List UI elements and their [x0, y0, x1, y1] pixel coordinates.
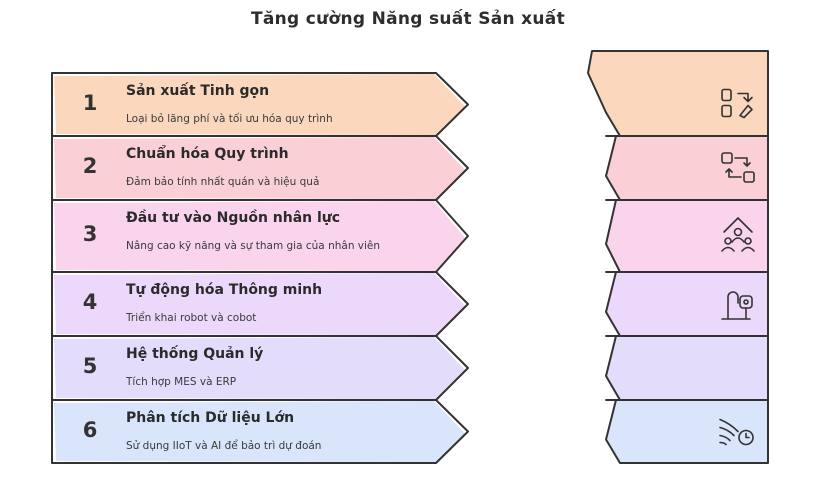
- step-arrow-outline: [51, 199, 469, 273]
- step-5: [51, 335, 469, 401]
- step-arrow-outline: [51, 72, 469, 137]
- step-side-block-2: [605, 135, 769, 201]
- step-arrow-fill: [54, 273, 465, 335]
- step-number: 5: [82, 354, 98, 378]
- step-description: Tích hợp MES và ERP: [126, 376, 237, 388]
- step-side-block-3: [605, 199, 769, 273]
- step-side-block-5: [605, 335, 769, 401]
- robot-arm-icon: [721, 291, 753, 320]
- step-6: [51, 399, 469, 464]
- step-4: [51, 271, 469, 337]
- step-description: Sử dụng IIoT và AI để bảo trì dự đoán: [126, 440, 322, 452]
- side-block-shape: [605, 199, 769, 273]
- side-block-shape: [605, 335, 769, 401]
- workflow-icon: [721, 152, 755, 183]
- step-title: Tự động hóa Thông minh: [126, 282, 323, 298]
- step-side-block-4: [605, 271, 769, 337]
- step-1: [51, 72, 469, 137]
- step-arrow-fill: [54, 74, 465, 135]
- step-description: Triển khai robot và cobot: [126, 312, 257, 324]
- step-side-block-6: [605, 399, 769, 464]
- step-number: 6: [82, 417, 98, 442]
- step-title: Phân tích Dữ liệu Lớn: [126, 410, 295, 426]
- side-block-shape: [605, 271, 769, 337]
- step-3: [51, 199, 469, 273]
- step-2: [51, 135, 469, 201]
- step-number: 1: [82, 90, 98, 115]
- diagram-title: Tăng cường Năng suất Sản xuất: [250, 9, 566, 29]
- step-title: Hệ thống Quản lý: [126, 346, 264, 362]
- process-swap-icon: [721, 88, 753, 119]
- side-block-shape: [605, 399, 769, 464]
- step-title: Chuẩn hóa Quy trình: [126, 146, 289, 162]
- step-title: Đầu tư vào Nguồn nhân lực: [126, 210, 341, 226]
- step-arrow-fill: [54, 201, 465, 271]
- step-description: Nâng cao kỹ năng và sự tham gia của nhân…: [126, 240, 381, 252]
- data-stream-icon: [719, 418, 754, 446]
- step-title: Sản xuất Tinh gọn: [126, 83, 270, 99]
- side-block-shape: [605, 135, 769, 201]
- step-number: 2: [82, 154, 98, 178]
- team-growth-icon: [721, 217, 755, 252]
- step-arrow-fill: [54, 337, 465, 399]
- step-description: Loại bỏ lãng phí và tối ưu hóa quy trình: [126, 113, 333, 125]
- step-arrow-outline: [51, 399, 469, 464]
- step-arrow-fill: [54, 401, 465, 462]
- step-description: Đảm bảo tính nhất quán và hiệu quả: [126, 176, 320, 188]
- step-arrow-outline: [51, 335, 469, 401]
- step-arrow-fill: [54, 137, 465, 199]
- step-number: 4: [82, 290, 98, 314]
- step-number: 3: [82, 222, 98, 246]
- step-arrow-outline: [51, 135, 469, 201]
- step-arrow-outline: [51, 271, 469, 337]
